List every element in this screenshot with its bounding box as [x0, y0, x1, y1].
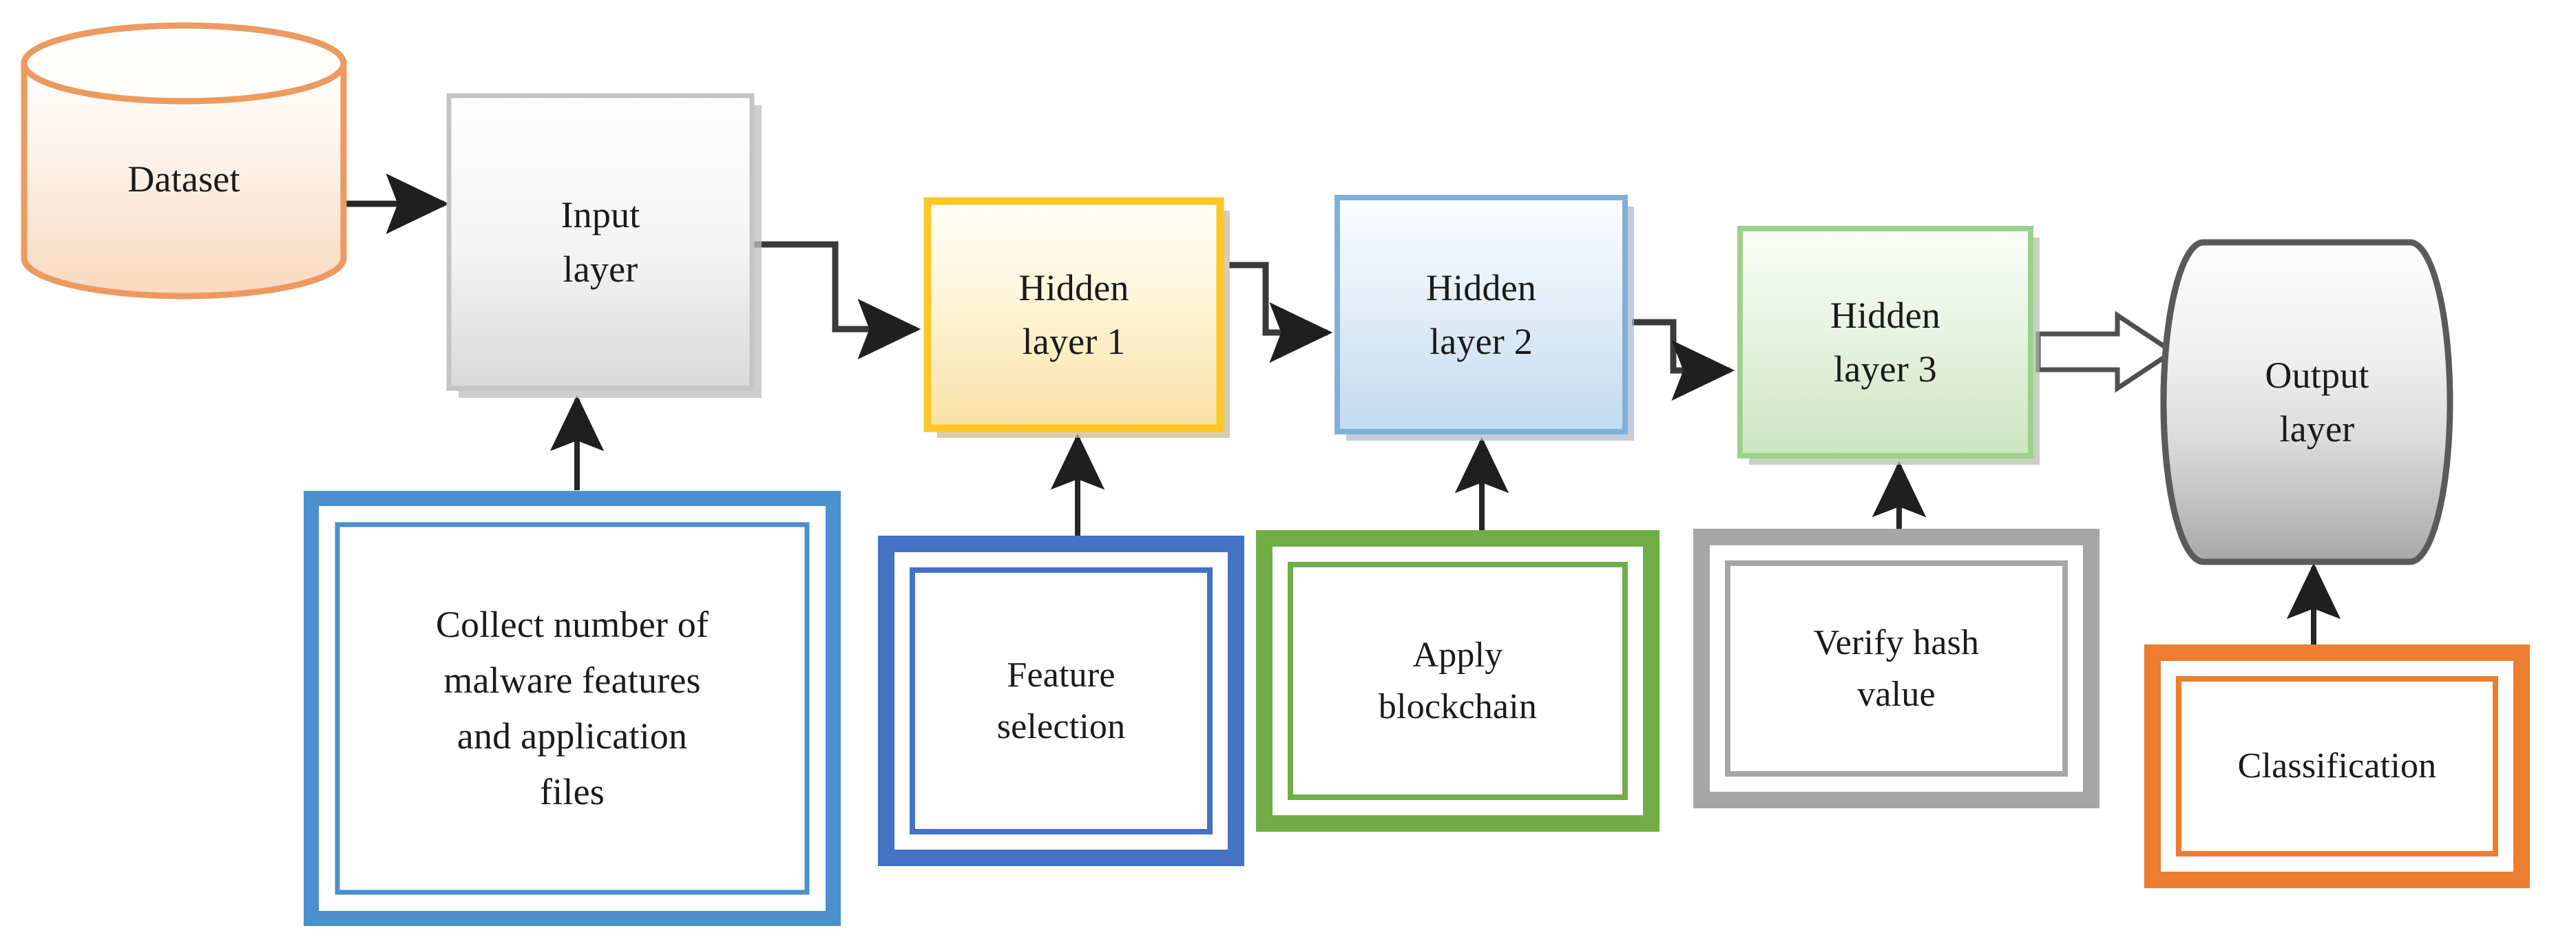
node-collect-features-shape[interactable] [304, 491, 841, 926]
node-apply-blockchain-shape[interactable] [1256, 530, 1659, 832]
connector-hidden3-to-output [2035, 311, 2177, 393]
node-feature-selection-shape[interactable] [878, 536, 1244, 866]
node-hidden-layer-2-shape[interactable] [1334, 195, 1634, 441]
node-input-layer-shape[interactable] [446, 93, 762, 398]
node-hidden-layer-3-shape[interactable] [1737, 226, 2040, 465]
node-verify-hash-shape[interactable] [1693, 529, 2099, 808]
connector-hidden2-to-hidden3 [1632, 319, 1735, 401]
connector-input-to-hidden1 [751, 241, 921, 360]
node-classification-shape[interactable] [2144, 644, 2530, 888]
node-output-layer-shape[interactable] [2160, 239, 2453, 565]
node-hidden-layer-1-shape[interactable] [923, 197, 1230, 438]
node-dataset-shape[interactable] [21, 22, 347, 299]
connector-hidden1-to-hidden2 [1229, 262, 1333, 364]
